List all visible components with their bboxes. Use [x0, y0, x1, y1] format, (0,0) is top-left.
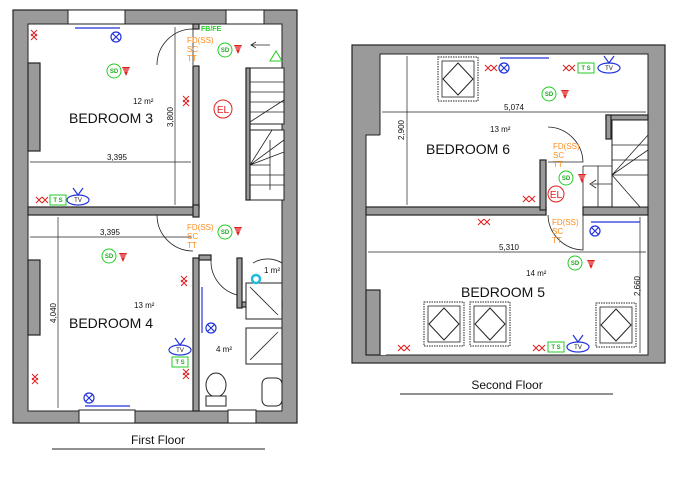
dim-bed3-width: 3,395	[107, 153, 128, 162]
skylight	[423, 301, 465, 347]
tv-socket-icon: TV	[566, 334, 590, 353]
window	[225, 9, 265, 25]
area-bedroom3: 12 m²	[133, 97, 154, 106]
svg-text:EL: EL	[217, 105, 230, 116]
telephone-socket-icon: T S	[49, 194, 67, 206]
door-bedroom6[interactable]	[547, 126, 584, 163]
skylight	[595, 302, 637, 348]
fire-door-label: FD(SS)	[552, 218, 579, 227]
thumb-turn-label: TT	[552, 236, 562, 245]
room-label-bedroom4: BEDROOM 4	[69, 315, 153, 331]
door-shower[interactable]	[252, 258, 283, 264]
fire-door-label: FD(SS)	[553, 142, 580, 151]
room-label-bedroom6: BEDROOM 6	[426, 141, 510, 157]
telephone-socket-icon: T S	[547, 341, 565, 353]
telephone-socket-icon: T S	[171, 356, 189, 368]
dim-bed6-width: 5,074	[504, 103, 525, 112]
self-closer-label: SC	[553, 151, 564, 160]
area-bedroom5: 14 m²	[526, 269, 547, 278]
door-bedroom3[interactable]	[156, 28, 194, 66]
door-bedroom4[interactable]	[156, 214, 194, 252]
svg-text:TV: TV	[176, 348, 184, 354]
door-bathroom[interactable]	[210, 259, 238, 296]
stair-arrow-icon	[250, 41, 270, 49]
area-shower: 1 m²	[264, 266, 280, 275]
dim-bed5-width: 5,310	[499, 243, 520, 252]
dim-bed4-depth: 4,040	[49, 302, 58, 323]
stair-arrow-icon	[589, 179, 612, 189]
wall	[27, 206, 195, 216]
floor-caption: Second Floor	[471, 378, 542, 392]
svg-text:T S: T S	[581, 66, 590, 72]
toilet	[205, 372, 227, 398]
dim-bed4-width: 3,395	[100, 228, 121, 237]
svg-text:T S: T S	[551, 345, 560, 351]
door-bedroom5[interactable]	[547, 214, 584, 251]
self-closer-label: SC	[187, 45, 198, 54]
svg-text:TV: TV	[74, 198, 82, 204]
wall	[365, 206, 547, 216]
self-closer-label: SC	[552, 227, 563, 236]
floor-caption: First Floor	[131, 433, 185, 447]
staircase	[582, 119, 649, 208]
skylight	[469, 301, 511, 347]
thumb-turn-label: TT	[553, 160, 563, 169]
window	[227, 409, 257, 424]
room-label-bedroom3: BEDROOM 3	[69, 110, 153, 126]
telephone-socket-icon: T S	[577, 62, 595, 74]
emergency-light-icon: EL	[547, 185, 565, 203]
svg-text:T S: T S	[53, 198, 62, 204]
extractor-fan-icon	[250, 273, 262, 285]
fire-door-label: FD(SS)	[187, 36, 214, 45]
staircase	[245, 41, 285, 201]
first-floor: 3,395 3,800 3,395 4,040 BEDROOM 3 12 m² …	[12, 9, 298, 450]
tv-socket-icon: TV	[66, 187, 90, 206]
thumb-turn-label: TT	[187, 241, 197, 250]
area-bedroom6: 13 m²	[490, 125, 511, 134]
window	[67, 9, 126, 25]
basin	[261, 377, 283, 407]
emergency-light-icon: EL	[213, 99, 233, 119]
svg-text:TV: TV	[574, 345, 582, 351]
second-floor: 5,074 2,900 5,310 2,660 BEDROOM 6 13 m² …	[351, 44, 666, 395]
dim-bed6-depth: 2,900	[397, 119, 406, 140]
fire-blanket-label: FB/FE	[201, 26, 222, 33]
svg-text:T S: T S	[175, 360, 184, 366]
skylight	[437, 56, 479, 102]
area-bedroom4: 13 m²	[134, 301, 155, 310]
area-bathroom: 4 m²	[216, 345, 232, 354]
svg-text:TV: TV	[605, 66, 613, 72]
wall	[192, 65, 200, 209]
thumb-turn-label: TT	[187, 54, 197, 63]
dim-bed5-depth: 2,660	[633, 275, 642, 296]
dim-bed3-depth: 3,800	[166, 106, 175, 127]
tv-socket-icon: TV	[597, 55, 621, 74]
room-label-bedroom5: BEDROOM 5	[461, 284, 545, 300]
fire-door-label: FD(SS)	[187, 223, 214, 232]
self-closer-label: SC	[187, 232, 198, 241]
window	[78, 409, 136, 424]
fire-extinguisher-icon	[269, 50, 283, 62]
svg-text:EL: EL	[550, 190, 563, 201]
tv-socket-icon: TV	[168, 337, 192, 356]
